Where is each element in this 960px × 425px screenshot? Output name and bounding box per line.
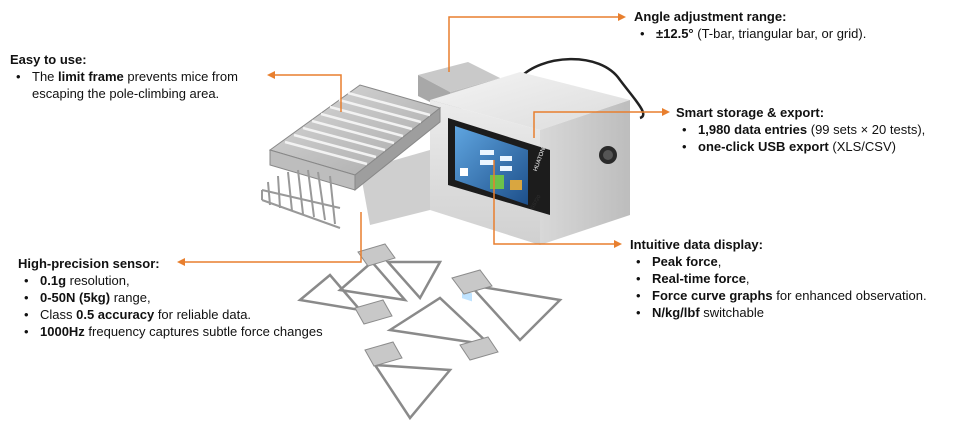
list-item: Force curve graphs for enhanced observat… [630, 287, 956, 304]
list-item: ±12.5° (T-bar, triangular bar, or grid). [634, 25, 954, 42]
list-item: Peak force, [630, 253, 956, 270]
callout-heading: Intuitive data display: [630, 237, 763, 252]
limit-frame-tray [261, 84, 442, 229]
list-item: N/kg/lbf switchable [630, 304, 956, 321]
list-item: 1,980 data entries (99 sets × 20 tests), [676, 121, 956, 138]
list-item: 1000Hz frequency captures subtle force c… [18, 323, 358, 340]
list-item: 0.1g resolution, [18, 272, 358, 289]
power-cable [519, 57, 645, 120]
list-item: Class 0.5 accuracy for reliable data. [18, 306, 358, 323]
list-item: Real-time force, [630, 270, 956, 287]
main-unit-body [360, 72, 630, 245]
list-item: 0-50N (5kg) range, [18, 289, 358, 306]
callout-angle-adjustment: Angle adjustment range: ±12.5° (T-bar, t… [634, 8, 954, 42]
callout-high-precision-sensor: High-precision sensor: 0.1g resolution, … [18, 255, 358, 340]
touchscreen-display [448, 118, 550, 302]
callout-easy-to-use: Easy to use: The limit frame prevents mi… [10, 51, 272, 102]
list-item: The limit frame prevents mice from escap… [10, 68, 272, 102]
callout-heading: Smart storage & export: [676, 105, 825, 120]
callout-connectors [185, 16, 662, 263]
callout-heading: Angle adjustment range: [634, 9, 787, 24]
callout-heading: High-precision sensor: [18, 256, 160, 271]
callout-heading: Easy to use: [10, 52, 87, 67]
callout-data-display: Intuitive data display: Peak force, Real… [630, 236, 956, 321]
callout-smart-storage: Smart storage & export: 1,980 data entri… [676, 104, 956, 155]
list-item: one-click USB export (XLS/CSV) [676, 138, 956, 155]
bar-clamp-blocks [354, 243, 499, 367]
